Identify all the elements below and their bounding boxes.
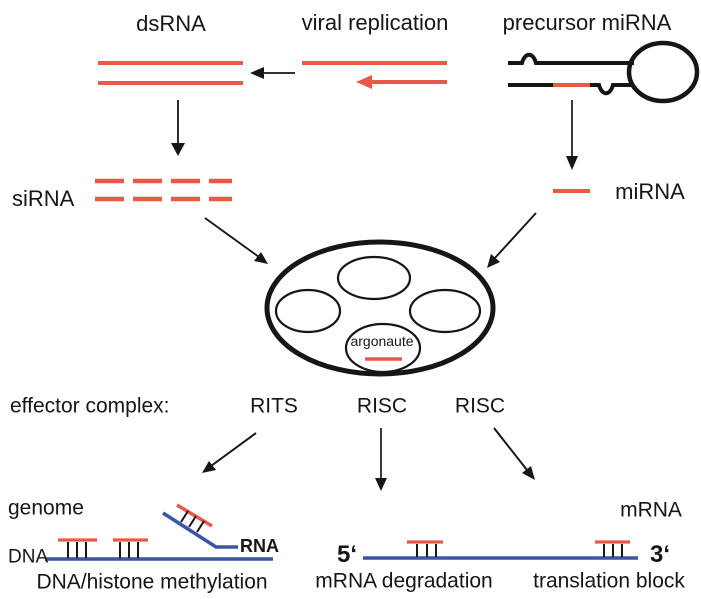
mrna-degradation-label: mRNA degradation: [315, 569, 493, 593]
basepair-tick: [196, 520, 205, 533]
arrow-head: [254, 252, 268, 264]
dsrna-label: dsRNA: [136, 11, 206, 36]
arrow-shaft: [493, 212, 537, 260]
viral-replication-label: viral replication: [301, 10, 449, 35]
five-prime-label: 5‘: [336, 541, 358, 568]
complex-outer-ellipse: [264, 239, 496, 377]
precursor-mirna-hairpin: [508, 40, 700, 104]
rna-label: RNA: [240, 536, 279, 556]
mrna-strand-group: [363, 540, 638, 560]
arrow-mirna-to-complex: [487, 212, 537, 268]
arrow-head: [202, 461, 216, 473]
complex-subunit-top: [336, 255, 412, 301]
dna-histone-methylation-label: DNA/histone methylation: [36, 570, 268, 594]
argonaute-label: argonaute: [350, 333, 414, 349]
hairpin-bottom-strand-right: [590, 83, 633, 96]
arrow-precursor-to-mirna: [566, 100, 578, 170]
arrow-head: [171, 143, 185, 156]
mrna-label: mRNA: [620, 498, 682, 522]
arrow-viral-to-dsrna: [250, 67, 295, 79]
three-prime-label: 3‘: [649, 541, 671, 568]
genome-dna-strand: [45, 503, 273, 561]
dna-label: DNA: [8, 546, 49, 568]
rits-label: RITS: [250, 394, 298, 418]
nascent-rna-strand: [162, 511, 238, 549]
hairpin-top-strand: [508, 52, 634, 65]
arrow-head: [487, 254, 500, 268]
arrow-head: [375, 478, 387, 491]
hairpin-loop: [626, 40, 700, 104]
arrow-head: [566, 156, 578, 170]
translation-block-label: translation block: [533, 569, 685, 593]
arrow-dsrna-to-sirna: [171, 100, 185, 156]
mirna-label: miRNA: [615, 179, 685, 204]
viral-replication-arrow-head: [356, 75, 372, 89]
effector-complex-body: [264, 239, 496, 377]
viral-replication-strands: [302, 61, 447, 89]
arrow-risc-to-degradation: [375, 428, 387, 491]
complex-subunit-left: [274, 288, 342, 334]
arrow-shaft: [210, 432, 257, 467]
arrow-risc-to-translation-block: [493, 427, 535, 480]
basepair-tick: [180, 510, 189, 523]
complex-subunit-right: [408, 288, 482, 334]
basepair-tick: [188, 515, 197, 528]
risc-center-label: RISC: [356, 394, 408, 418]
sirna-duplex-fragments: [95, 178, 232, 202]
genome-label: genome: [8, 496, 84, 520]
sirna-label: siRNA: [12, 186, 75, 211]
arrow-rits-to-methylation: [202, 432, 257, 473]
argonaute-subunit: [344, 322, 422, 374]
effector-complex-label: effector complex:: [10, 394, 170, 418]
sirna-on-nascent-rna: [176, 503, 213, 528]
arrow-head: [250, 67, 264, 79]
arrow-shaft: [493, 427, 528, 471]
risc-right-label: RISC: [454, 394, 506, 418]
dsrna-duplex: [98, 61, 243, 85]
arrow-sirna-to-complex: [204, 217, 268, 264]
arrow-shaft: [204, 217, 260, 258]
arrow-head: [522, 466, 535, 480]
precursor-mirna-label: precursor miRNA: [502, 10, 672, 35]
